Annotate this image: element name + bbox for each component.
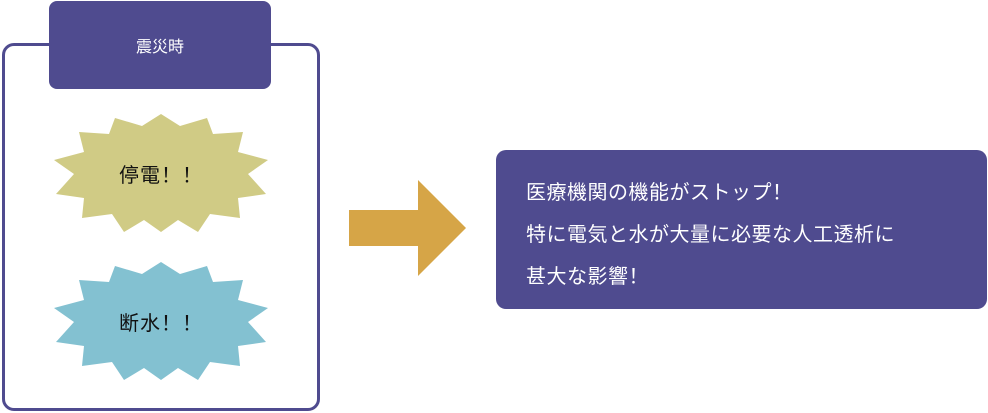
power-outage-label: 停電！！ <box>119 162 203 187</box>
power-outage-burst: 停電！！ <box>50 112 272 234</box>
impact-message-box: 医療機関の機能がストップ！ 特に電気と水が大量に必要な人工透析に 甚大な影響！ <box>496 150 987 309</box>
starburst-icon <box>54 262 268 380</box>
panel-title-text: 震災時 <box>135 37 184 56</box>
impact-line-1: 医療機関の機能がストップ！ <box>526 180 793 204</box>
water-outage-burst: 断水！！ <box>50 260 272 382</box>
disaster-panel-title: 震災時 <box>49 1 271 89</box>
impact-line-3: 甚大な影響！ <box>526 264 649 288</box>
impact-line-2: 特に電気と水が大量に必要な人工透析に <box>526 222 895 246</box>
right-arrow-icon <box>349 180 467 280</box>
water-outage-label: 断水！！ <box>119 310 203 335</box>
starburst-icon <box>54 114 268 232</box>
